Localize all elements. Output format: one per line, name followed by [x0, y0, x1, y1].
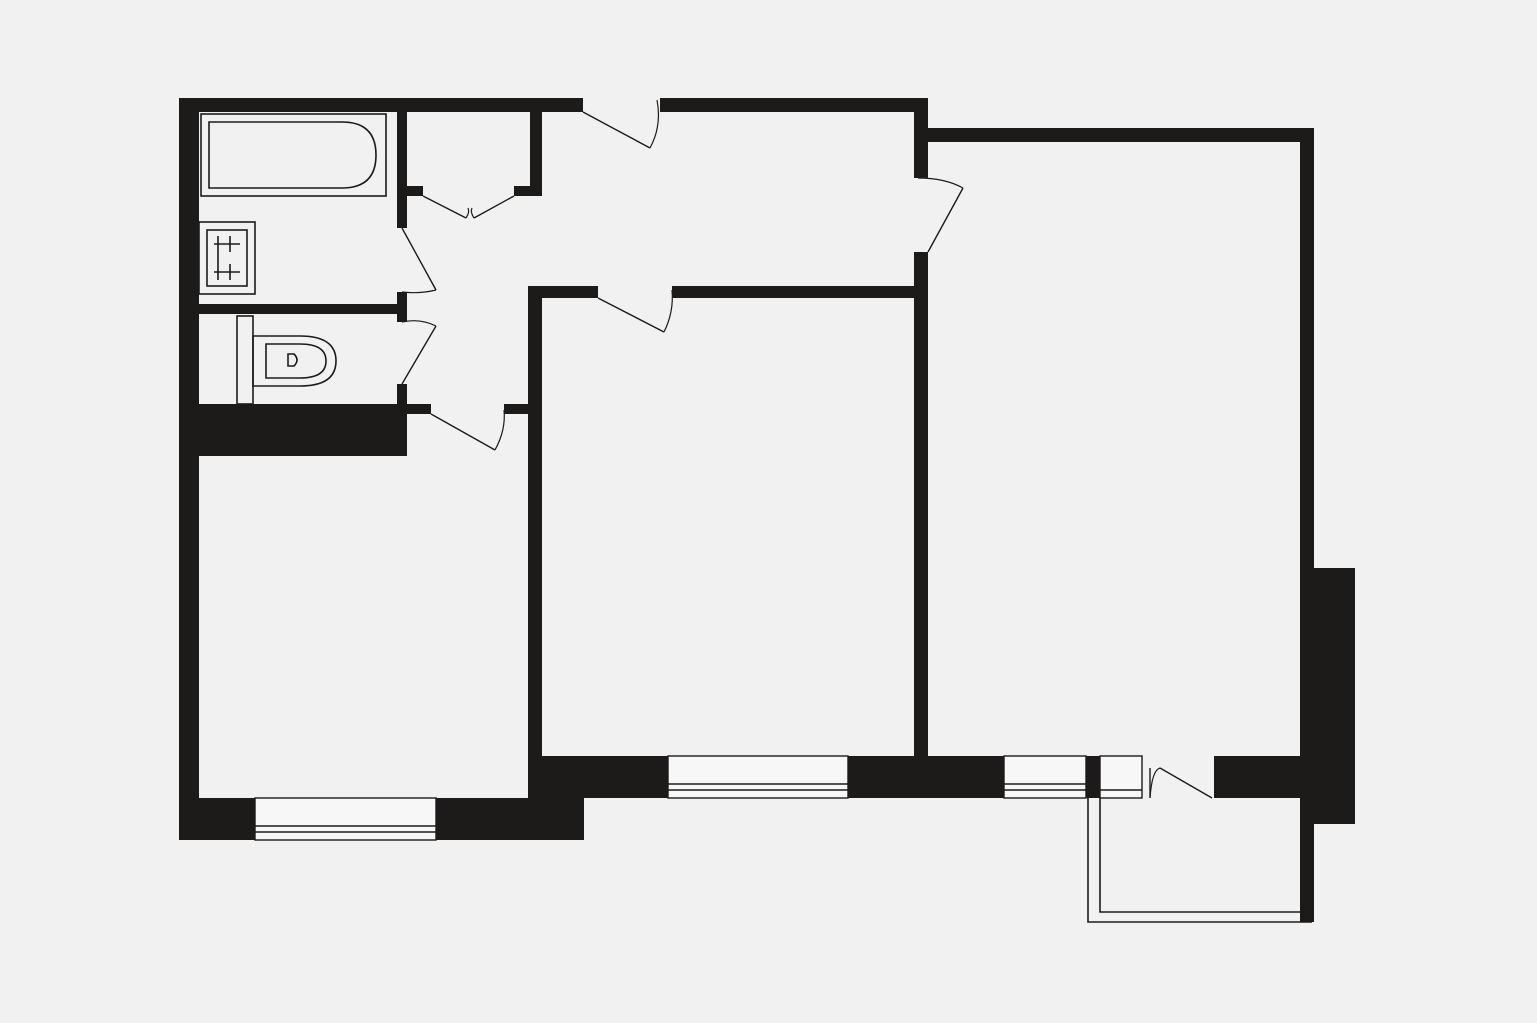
door-swing-icon	[401, 320, 437, 385]
wall-left	[179, 98, 199, 840]
balcony-outline	[1087, 798, 1312, 923]
wall-hall-stub-left	[407, 404, 431, 414]
wall-bottom-right-pier	[1214, 756, 1314, 798]
window-icon	[1099, 755, 1143, 799]
window-icon	[667, 755, 849, 799]
wall-closet-right-stub	[514, 186, 542, 196]
wall-toilet-right-bottom	[397, 384, 407, 414]
balcony-right-wall	[1300, 798, 1314, 922]
bathtub-icon	[200, 113, 387, 197]
door-swing-icon	[917, 177, 964, 253]
window-icon	[1003, 755, 1087, 799]
door-swing-icon	[430, 409, 505, 451]
wall-toilet-right-top	[397, 292, 407, 322]
wall-top-right	[914, 128, 1314, 142]
door-swing-icon	[422, 195, 515, 219]
wall-middle-room-top-left	[528, 286, 598, 298]
door-swing-icon	[401, 227, 437, 294]
wall-hall-stub-right	[504, 404, 528, 414]
wall-bottom-left-pier	[179, 798, 255, 840]
wall-closet-right	[530, 112, 542, 196]
wall-bath-bottom	[199, 304, 407, 314]
sink-icon	[198, 221, 256, 295]
toilet-icon	[236, 315, 337, 405]
doors	[401, 99, 964, 451]
window-icon	[254, 797, 437, 841]
wall-top-corridor	[660, 98, 928, 112]
wall-top-left	[179, 98, 583, 112]
door-swing-icon	[597, 289, 673, 333]
wall-middle-room-left	[528, 286, 542, 806]
door-swing-icon	[1149, 767, 1213, 799]
walls	[179, 98, 1355, 922]
wall-bottom-middle-pier-2	[848, 756, 1004, 798]
wall-middle-room-top-right	[672, 286, 928, 298]
wall-bottom-balcony-stub	[1086, 756, 1100, 798]
balcony-inner	[1099, 798, 1300, 913]
wall-middle-room-right	[914, 286, 928, 758]
wall-bottom-middle-pier-1	[528, 756, 668, 798]
wall-bath-right	[397, 112, 407, 228]
wall-toilet-bottom-thick	[199, 404, 407, 456]
balcony	[1087, 767, 1312, 923]
wall-closet-left-stub	[407, 186, 423, 196]
windows	[254, 755, 1143, 841]
door-swing-icon	[582, 99, 660, 149]
wall-bottom-left-pier-2	[436, 798, 584, 840]
fixtures	[198, 113, 387, 405]
wall-corridor-right-bottom	[914, 252, 928, 296]
